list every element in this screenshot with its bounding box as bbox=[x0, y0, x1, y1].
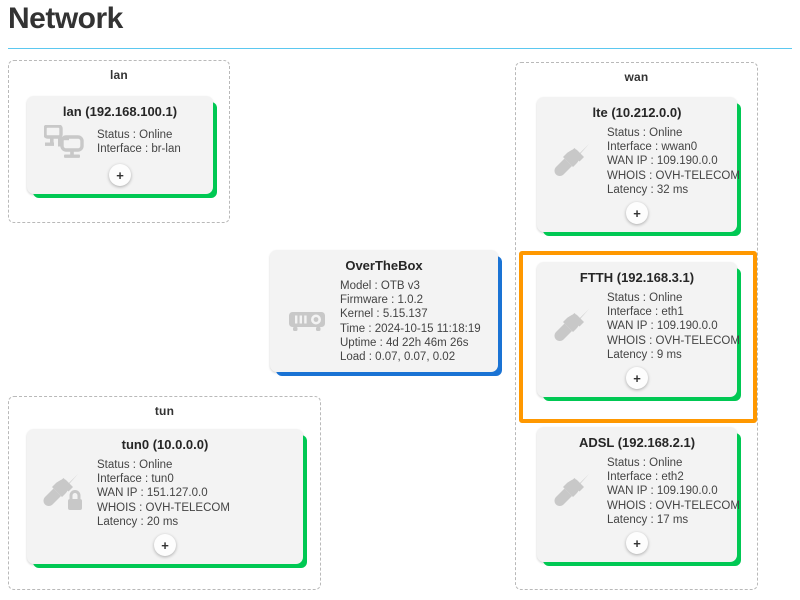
detail-line: Load : 0.07, 0.07, 0.02 bbox=[340, 351, 456, 364]
detail-line: Latency : 9 ms bbox=[607, 348, 682, 361]
detail-line: Uptime : 4d 22h 46m 26s bbox=[340, 336, 469, 349]
card-overthebox[interactable]: OverTheBox Model : OTB v3 Firmware : 1.0… bbox=[270, 250, 498, 373]
add-button-lte[interactable]: + bbox=[626, 202, 648, 225]
detail-line: WHOIS : OVH-TELECOM bbox=[607, 169, 740, 182]
detail-line: Interface : tun0 bbox=[97, 473, 174, 486]
group-wan: wan bbox=[515, 62, 758, 590]
detail-line: WHOIS : OVH-TELECOM bbox=[607, 334, 740, 347]
detail-line: Time : 2024-10-15 11:18:19 bbox=[340, 322, 481, 335]
card-tun0-title: tun0 (10.0.0.0) bbox=[121, 437, 209, 452]
card-tun0-details: Status : Online Interface : tun0 WAN IP … bbox=[97, 458, 293, 529]
detail-line: Status : Online bbox=[97, 128, 173, 141]
page-title: Network bbox=[8, 2, 123, 35]
network-computers-icon bbox=[37, 125, 91, 159]
detail-line: Status : Online bbox=[97, 459, 173, 471]
title-divider bbox=[8, 48, 792, 49]
detail-line: Kernel : 5.15.137 bbox=[340, 308, 428, 321]
card-lan-details: Status : Online Interface : br-lan bbox=[97, 128, 203, 156]
device-box-icon bbox=[280, 309, 334, 335]
detail-line: Status : Online bbox=[607, 457, 683, 469]
plug-lock-icon bbox=[37, 472, 91, 516]
group-wan-label: wan bbox=[624, 70, 649, 84]
add-button-lan[interactable]: + bbox=[109, 164, 131, 186]
detail-line: WAN IP : 109.190.0.0 bbox=[607, 485, 718, 498]
detail-line: Interface : wwan0 bbox=[607, 141, 698, 154]
card-ftth-title: FTTH (192.168.3.1) bbox=[579, 270, 695, 285]
detail-line: Interface : eth1 bbox=[607, 306, 684, 319]
group-tun-label: tun bbox=[154, 404, 175, 418]
card-lte-title: lte (10.212.0.0) bbox=[592, 105, 682, 120]
card-lte[interactable]: lte (10.212.0.0) Status : Online Interfa… bbox=[537, 97, 740, 233]
card-ftth-details: Status : Online Interface : eth1 WAN IP … bbox=[607, 291, 740, 362]
card-lte-details: Status : Online Interface : wwan0 WAN IP… bbox=[607, 126, 740, 197]
detail-line: Latency : 32 ms bbox=[607, 183, 689, 196]
detail-line: WAN IP : 151.127.0.0 bbox=[97, 487, 208, 500]
detail-line: Latency : 20 ms bbox=[97, 515, 179, 528]
group-lan-label: lan bbox=[110, 68, 128, 82]
detail-line: WAN IP : 109.190.0.0 bbox=[607, 320, 718, 333]
add-button-adsl[interactable]: + bbox=[626, 532, 648, 555]
add-button-ftth[interactable]: + bbox=[626, 367, 648, 390]
card-tun0[interactable]: tun0 (10.0.0.0) Status : Online Interfac… bbox=[27, 429, 303, 565]
plug-icon bbox=[547, 307, 601, 347]
detail-line: Status : Online bbox=[607, 127, 683, 139]
detail-line: Status : Online bbox=[607, 292, 683, 304]
card-adsl[interactable]: ADSL (192.168.2.1) Status : Online Inter… bbox=[537, 427, 740, 563]
detail-line: WHOIS : OVH-TELECOM bbox=[97, 501, 230, 514]
detail-line: Model : OTB v3 bbox=[340, 280, 420, 292]
detail-line: WAN IP : 109.190.0.0 bbox=[607, 155, 718, 168]
card-ftth[interactable]: FTTH (192.168.3.1) Status : Online Inter… bbox=[537, 262, 740, 398]
detail-line: Latency : 17 ms bbox=[607, 513, 689, 526]
plug-icon bbox=[547, 142, 601, 182]
card-overthebox-title: OverTheBox bbox=[345, 258, 423, 273]
detail-line: Firmware : 1.0.2 bbox=[340, 294, 424, 307]
detail-line: Interface : eth2 bbox=[607, 471, 684, 484]
group-tun: tun bbox=[8, 396, 321, 590]
detail-line: Interface : br-lan bbox=[97, 143, 181, 155]
detail-line: WHOIS : OVH-TELECOM bbox=[607, 499, 740, 512]
card-overthebox-details: Model : OTB v3 Firmware : 1.0.2 Kernel :… bbox=[340, 279, 488, 364]
group-lan: lan bbox=[8, 60, 230, 223]
card-adsl-title: ADSL (192.168.2.1) bbox=[578, 435, 696, 450]
plug-icon bbox=[547, 472, 601, 512]
card-adsl-details: Status : Online Interface : eth2 WAN IP … bbox=[607, 456, 740, 527]
card-lan-title: lan (192.168.100.1) bbox=[62, 104, 178, 119]
card-lan[interactable]: lan (192.168.100.1) Status : Online Inte… bbox=[27, 96, 213, 194]
add-button-tun0[interactable]: + bbox=[154, 534, 176, 557]
